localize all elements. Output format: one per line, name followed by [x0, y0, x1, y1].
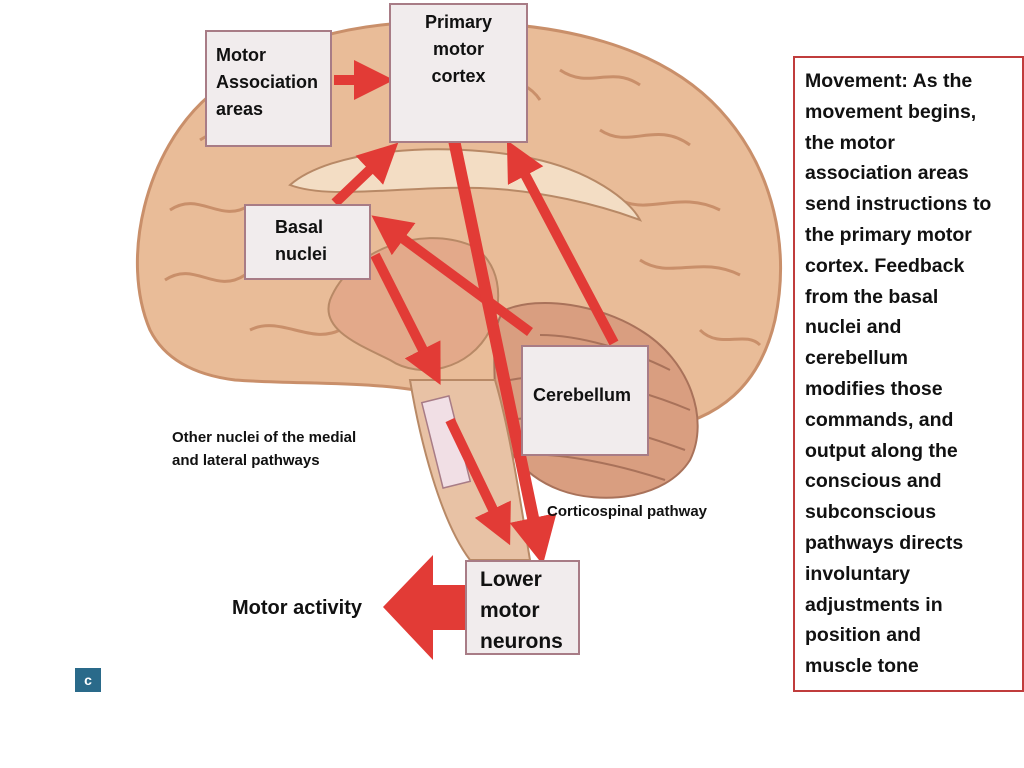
lower-motor-neurons-line: neurons	[480, 630, 563, 653]
description-line: position and	[805, 624, 921, 647]
primary-motor-cortex-line: motor	[433, 39, 484, 59]
motor-activity-arrow	[383, 555, 465, 660]
description-line: involuntary	[805, 562, 911, 585]
lower-motor-neurons-line: Lower	[480, 568, 542, 591]
cerebellum-label: Cerebellum	[533, 385, 632, 405]
other-nuclei-label: Other nuclei of the medial and lateral p…	[172, 426, 412, 472]
description-line: modifies those	[805, 377, 943, 400]
description-line: output along the	[805, 439, 958, 462]
primary-motor-cortex-line: Primary	[424, 12, 493, 32]
lower-motor-neurons-box: Lower motor neurons	[465, 560, 580, 655]
other-nuclei-line: and lateral pathways	[172, 452, 320, 469]
description-line: the motor	[805, 131, 895, 154]
motor-association-line: Motor	[216, 45, 266, 65]
description-line: commands, and	[805, 408, 954, 431]
other-nuclei-line: Other nuclei of the medial	[172, 429, 357, 446]
arrow-basal-to-other-nuclei	[370, 252, 441, 385]
description-line: cortex. Feedback	[805, 254, 965, 277]
cerebellum-box: Cerebellum	[521, 345, 649, 456]
basal-nuclei-box: Basal nuclei	[244, 204, 371, 280]
description-line: nuclei and	[805, 316, 902, 339]
arrow-cerebellum-to-primary	[506, 140, 619, 346]
arrow-corticospinal	[448, 138, 557, 565]
motor-activity-label: Motor activity	[232, 597, 363, 619]
description-line: adjustments in	[805, 593, 943, 616]
description-line: conscious and	[805, 470, 942, 493]
description-line: muscle tone	[805, 655, 919, 678]
primary-motor-cortex-line: cortex	[431, 66, 486, 86]
description-line: pathways directs	[805, 531, 964, 554]
description-line: Movement: As the	[805, 70, 973, 92]
primary-motor-cortex-box: Primary motor cortex	[389, 3, 528, 143]
motor-association-line: Association	[216, 72, 319, 92]
motor-association-areas-box: Motor Association areas	[205, 30, 332, 147]
description-line: from the basal	[805, 285, 939, 308]
description-line: the primary motor	[805, 223, 972, 246]
description-line: movement begins,	[805, 100, 977, 123]
basal-nuclei-line: nuclei	[275, 244, 328, 264]
arrow-cerebellum-to-basal	[371, 215, 533, 337]
description-line: send instructions to	[805, 193, 992, 216]
copyright-badge-icon: c	[75, 668, 101, 692]
description-box: Movement: As the movement begins, the mo…	[793, 56, 1024, 692]
description-line: subconscious	[805, 501, 937, 524]
arrow-basal-to-primary	[331, 142, 399, 207]
corticospinal-pathway-label: Corticospinal pathway	[547, 503, 708, 520]
lower-motor-neurons-line: motor	[480, 599, 540, 622]
pathway-arrows	[331, 60, 619, 660]
basal-nuclei-line: Basal	[275, 217, 324, 237]
description-line: association areas	[805, 162, 969, 185]
arrow-other-nuclei-to-lower	[445, 417, 511, 546]
motor-association-line: areas	[216, 99, 264, 119]
description-line: cerebellum	[805, 347, 908, 370]
